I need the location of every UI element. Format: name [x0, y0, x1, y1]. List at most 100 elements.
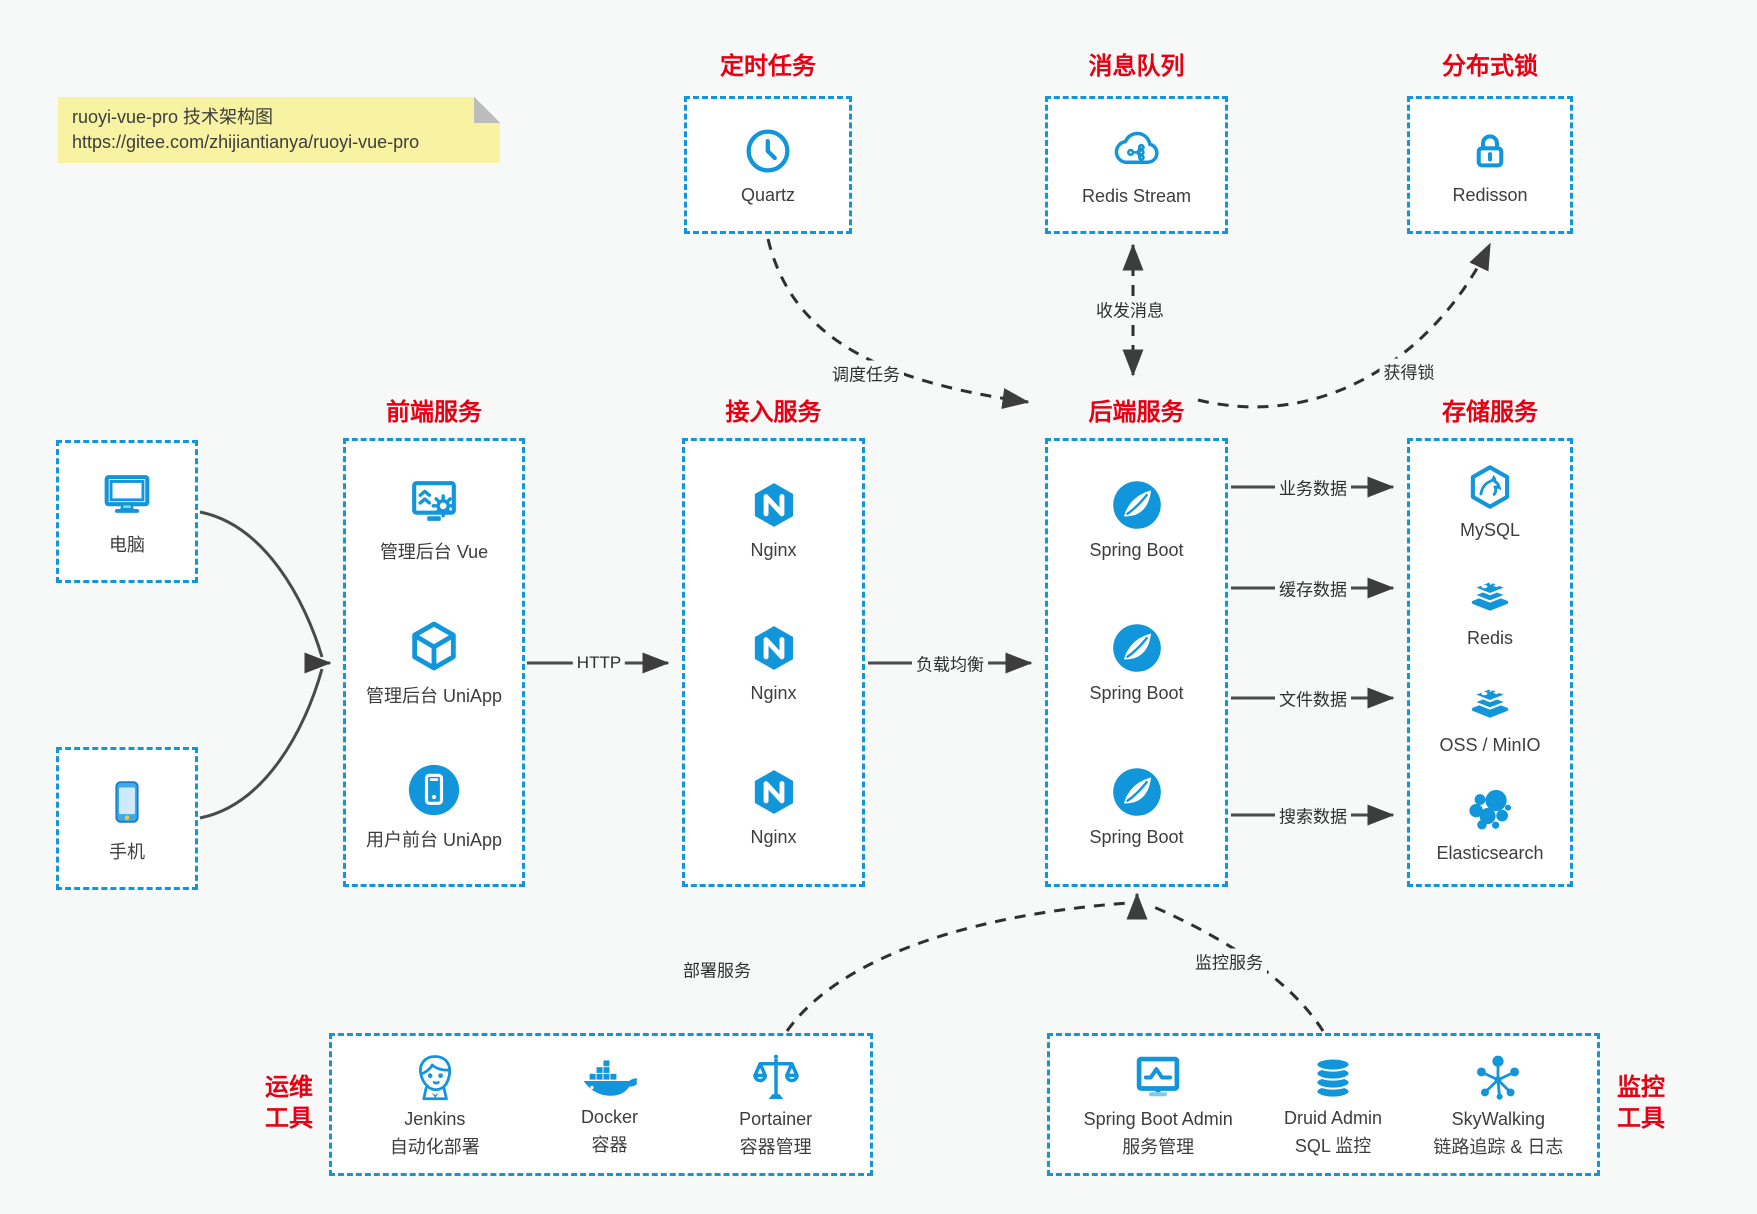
node-admin-vue: 管理后台 Vue: [380, 473, 488, 564]
node-spring-boot-admin: Spring Boot Admin 服务管理: [1084, 1050, 1233, 1159]
spring-icon: [1109, 764, 1165, 820]
node-label: Spring Boot: [1089, 827, 1184, 848]
title-scheduled-tasks: 定时任务: [720, 53, 816, 80]
edge-deploy-service: [785, 901, 1129, 1032]
note-fold-corner: [474, 97, 500, 123]
mysql-icon: [1464, 461, 1516, 513]
node-label: Druid Admin: [1284, 1108, 1383, 1128]
box-quartz: Quartz: [684, 96, 852, 234]
node-label: Docker: [580, 1107, 638, 1127]
edge-label-schedule-task: 调度任务: [828, 360, 904, 386]
title-access-services: 接入服务: [725, 399, 822, 426]
box-redisson: Redisson: [1407, 96, 1573, 234]
spring-admin-icon: [1130, 1050, 1186, 1106]
node-label: Redis: [1466, 627, 1514, 648]
edge-label-http: HTTP: [572, 653, 626, 673]
edge-label-file-data: 文件数据: [1275, 685, 1351, 711]
title-distributed-lock: 分布式锁: [1442, 53, 1538, 80]
skywalking-icon: [1470, 1050, 1526, 1106]
title-line: 监控: [1617, 1074, 1665, 1101]
node-redis: Redis: [1464, 569, 1516, 649]
node-label: Nginx: [750, 539, 797, 560]
box-access-services: Nginx Nginx Nginx: [682, 438, 865, 887]
title-line: 运维: [265, 1074, 313, 1101]
node-sublabel: 容器管理: [739, 1137, 812, 1157]
cloud-stream-icon: [1108, 123, 1164, 179]
node-portainer: Portainer 容器管理: [739, 1050, 812, 1159]
node-sublabel: 链路追踪 & 日志: [1433, 1137, 1564, 1157]
node-label: 手机: [109, 842, 145, 862]
box-frontend-services: 管理后台 Vue 管理后台 UniApp 用户前台 UniApp: [343, 438, 525, 887]
node-label: Nginx: [750, 827, 797, 848]
edge-label-cache-data: 缓存数据: [1275, 575, 1351, 601]
node-label: MySQL: [1459, 519, 1520, 540]
box-pc-client: 电脑: [56, 440, 198, 583]
node-label: Spring Boot Admin: [1083, 1109, 1233, 1129]
title-ops-tools: 运维 工具: [249, 1072, 329, 1134]
sticky-note: ruoyi-vue-pro 技术架构图 https://gitee.com/zh…: [58, 97, 500, 163]
node-label: Spring Boot: [1089, 683, 1184, 704]
node-sublabel: SQL 监控: [1294, 1136, 1372, 1156]
node-label: Jenkins: [404, 1109, 466, 1129]
nginx-icon: [746, 764, 802, 820]
node-oss-minio: OSS / MinIO: [1439, 676, 1541, 756]
node-elasticsearch: Elasticsearch: [1436, 784, 1544, 864]
edge-label-business-data: 业务数据: [1275, 474, 1351, 500]
node-label: 管理后台 Vue: [379, 542, 489, 563]
edge-label-deploy-service: 部署服务: [679, 956, 755, 982]
edge-label-acquire-lock: 获得锁: [1379, 358, 1439, 384]
title-backend-services: 后端服务: [1088, 399, 1185, 426]
node-phone: 手机: [98, 773, 156, 864]
title-message-queue: 消息队列: [1088, 53, 1185, 80]
clock-icon: [741, 124, 795, 178]
node-label: Elasticsearch: [1436, 843, 1544, 864]
edge-label-load-balance: 负载均衡: [912, 650, 988, 676]
node-nginx-3: Nginx: [746, 764, 802, 848]
docker-icon: [579, 1052, 639, 1104]
node-redisson: Redisson: [1452, 124, 1528, 206]
portainer-icon: [748, 1050, 804, 1106]
node-sublabel: 容器: [591, 1135, 628, 1155]
redis-icon: [1464, 569, 1516, 621]
node-nginx-1: Nginx: [746, 477, 802, 561]
node-pc: 电脑: [98, 466, 156, 557]
edge-label-search-data: 搜索数据: [1275, 802, 1351, 828]
box-storage-services: MySQL Redis OSS / MinIO Elasticsearch: [1407, 438, 1573, 887]
nginx-icon: [746, 620, 802, 676]
node-springboot-3: Spring Boot: [1089, 764, 1184, 848]
node-label: Nginx: [750, 683, 797, 704]
node-label: 管理后台 UniApp: [365, 685, 503, 706]
node-label: Redisson: [1452, 185, 1528, 205]
title-line: 工具: [265, 1105, 313, 1132]
uniapp-cube-icon: [405, 617, 463, 675]
spring-icon: [1109, 477, 1165, 533]
node-label: SkyWalking: [1451, 1109, 1546, 1129]
admin-vue-icon: [405, 473, 463, 531]
edge-acquire-lock: [1197, 242, 1492, 409]
node-springboot-2: Spring Boot: [1089, 620, 1184, 704]
node-sublabel: 服务管理: [1122, 1137, 1195, 1157]
note-url: https://gitee.com/zhijiantianya/ruoyi-vu…: [72, 132, 420, 152]
node-mysql: MySQL: [1460, 461, 1520, 541]
edge-label-send-receive-message: 收发消息: [1092, 296, 1168, 322]
node-nginx-2: Nginx: [746, 620, 802, 704]
edge-phone-to-frontend: [199, 668, 324, 820]
box-redis-stream: Redis Stream: [1045, 96, 1228, 234]
node-label: 电脑: [109, 535, 145, 555]
node-label: Redis Stream: [1081, 186, 1192, 206]
box-monitor-tools: Spring Boot Admin 服务管理 Druid Admin SQL 监…: [1047, 1033, 1600, 1176]
title-storage-services: 存储服务: [1442, 399, 1538, 426]
nginx-icon: [746, 477, 802, 533]
node-label: 用户前台 UniApp: [365, 829, 503, 850]
node-druid-admin: Druid Admin SQL 监控: [1284, 1051, 1382, 1158]
oss-icon: [1464, 676, 1516, 728]
jenkins-icon: [407, 1050, 463, 1106]
node-admin-uniapp: 管理后台 UniApp: [366, 617, 502, 708]
title-line: 工具: [1617, 1105, 1665, 1132]
box-ops-tools: Jenkins 自动化部署 Docker 容器 Portainer 容器管理: [329, 1033, 873, 1176]
edge-pc-to-frontend: [199, 510, 324, 658]
box-backend-services: Spring Boot Spring Boot Spring Boot: [1045, 438, 1228, 887]
spring-icon: [1109, 620, 1165, 676]
node-label: Quartz: [740, 185, 796, 205]
